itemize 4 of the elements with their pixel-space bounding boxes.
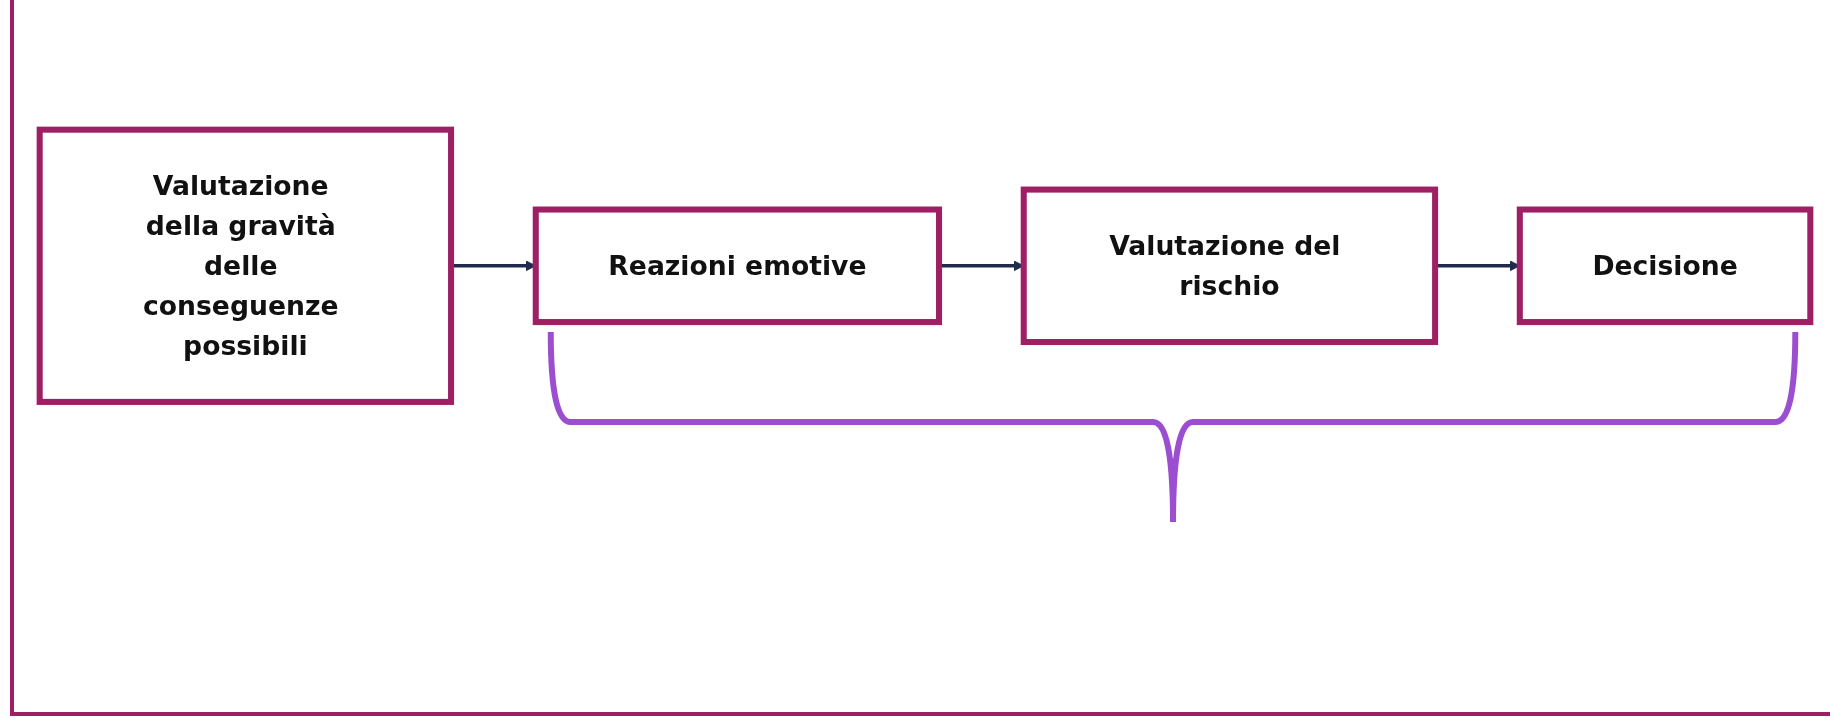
node-box: Decisione (1516, 206, 1814, 326)
node-box: Reazioni emotive (532, 206, 943, 326)
node-box: Valutazione del rischio (1020, 186, 1439, 346)
node-box: Valutazione della gravità delle conseguenze possibili (36, 126, 455, 405)
